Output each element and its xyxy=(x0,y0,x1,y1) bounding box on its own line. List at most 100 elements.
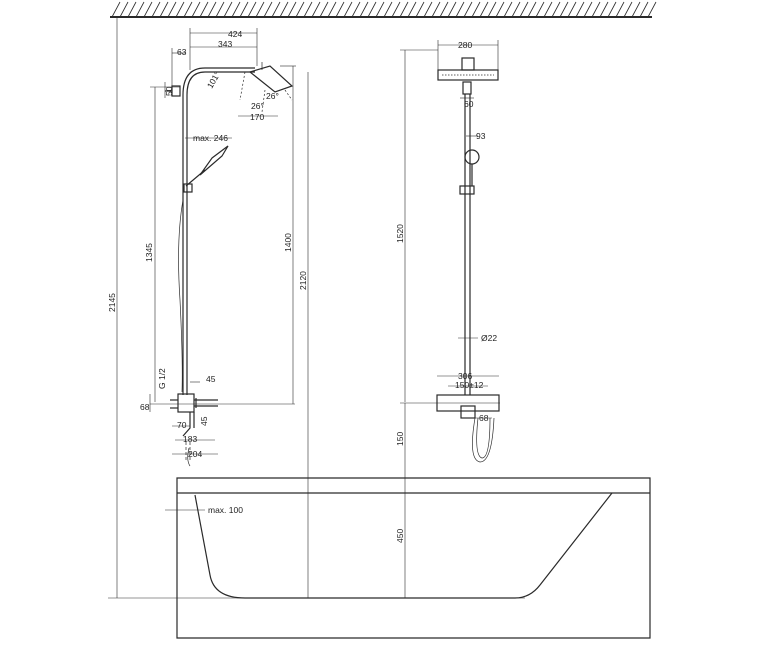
ceiling-hatch-stroke xyxy=(151,1,161,18)
ceiling-hatch-stroke xyxy=(247,1,257,18)
ceiling-hatch-stroke xyxy=(351,1,361,18)
dim-1520: 1520 xyxy=(395,224,405,243)
ceiling-hatch-stroke xyxy=(543,1,553,18)
ceiling-hatch-stroke xyxy=(487,1,497,18)
dim-g-1-2: G 1/2 xyxy=(157,368,167,389)
ceiling-hatch-stroke xyxy=(239,1,249,18)
ceiling-hatch-stroke xyxy=(599,1,609,18)
ceiling-hatch-stroke xyxy=(567,1,577,18)
ceiling-hatch-stroke xyxy=(119,1,129,18)
dim-2145: 2145 xyxy=(107,293,117,312)
dim-max-100: max. 100 xyxy=(208,505,243,515)
ceiling-hatch-stroke xyxy=(159,1,169,18)
ceiling-hatch-stroke xyxy=(631,1,641,18)
dim-max-246: max. 246 xyxy=(193,133,228,143)
dim-170: 170 xyxy=(250,112,264,122)
ceiling-hatch-stroke xyxy=(191,1,201,18)
dim-2120: 2120 xyxy=(298,271,308,290)
dim-101-deg: 101° xyxy=(205,70,222,90)
ceiling-hatch-stroke xyxy=(615,1,625,18)
ceiling-hatch-stroke xyxy=(231,1,241,18)
ceiling-hatch-stroke xyxy=(319,1,329,18)
ceiling-hatch xyxy=(110,1,657,18)
dim-60: 60 xyxy=(464,99,474,109)
dim-63: 63 xyxy=(177,47,187,57)
ceiling-hatch-stroke xyxy=(647,1,657,18)
ceiling-hatch-stroke xyxy=(455,1,465,18)
ceiling-hatch-stroke xyxy=(111,1,121,18)
ceiling-hatch-stroke xyxy=(287,1,297,18)
ceiling-hatch-stroke xyxy=(559,1,569,18)
ceiling-hatch-stroke xyxy=(207,1,217,18)
ceiling-hatch-stroke xyxy=(407,1,417,18)
ceiling-hatch-stroke xyxy=(511,1,521,18)
ceiling-hatch-stroke xyxy=(167,1,177,18)
dim-204: 204 xyxy=(188,449,202,459)
ceiling-hatch-stroke xyxy=(623,1,633,18)
side-view-shower: 424 343 63 101° 26° 26° 170 50 max. 246 … xyxy=(107,17,309,598)
ceiling-hatch-stroke xyxy=(383,1,393,18)
dim-26-deg-b: 26° xyxy=(266,91,279,101)
ceiling-hatch-stroke xyxy=(223,1,233,18)
dim-45-b: 45 xyxy=(199,416,209,426)
ceiling-hatch-stroke xyxy=(215,1,225,18)
ceiling-hatch-stroke xyxy=(591,1,601,18)
ceiling-hatch-stroke xyxy=(519,1,529,18)
ceiling-hatch-stroke xyxy=(335,1,345,18)
ceiling-hatch-stroke xyxy=(479,1,489,18)
ceiling-hatch-stroke xyxy=(607,1,617,18)
ceiling-hatch-stroke xyxy=(175,1,185,18)
ceiling-hatch-stroke xyxy=(583,1,593,18)
ceiling-hatch-stroke xyxy=(439,1,449,18)
ceiling-hatch-stroke xyxy=(431,1,441,18)
dim-450: 450 xyxy=(395,529,405,543)
ceiling-hatch-stroke xyxy=(447,1,457,18)
ceiling-hatch-stroke xyxy=(423,1,433,18)
ceiling-hatch-stroke xyxy=(263,1,273,18)
ceiling-hatch-stroke xyxy=(391,1,401,18)
ceiling-hatch-stroke xyxy=(343,1,353,18)
ceiling-hatch-stroke xyxy=(503,1,513,18)
ceiling-hatch-stroke xyxy=(255,1,265,18)
ceiling-hatch-stroke xyxy=(127,1,137,18)
dim-306: 306 xyxy=(458,371,472,381)
dim-343: 343 xyxy=(218,39,232,49)
ceiling-hatch-stroke xyxy=(471,1,481,18)
ceiling-hatch-stroke xyxy=(295,1,305,18)
dim-1400: 1400 xyxy=(283,233,293,252)
ceiling-hatch-stroke xyxy=(327,1,337,18)
ceiling-hatch-stroke xyxy=(415,1,425,18)
dim-45-a: 45 xyxy=(206,374,216,384)
front-view-shower: 280 60 93 1520 Ø22 306 150±12 68 150 450 xyxy=(395,40,500,598)
dim-1345: 1345 xyxy=(144,243,154,262)
ceiling-hatch-stroke xyxy=(183,1,193,18)
dim-280: 280 xyxy=(458,40,472,50)
ceiling-hatch-stroke xyxy=(359,1,369,18)
bathtub: max. 100 xyxy=(108,477,651,639)
ceiling-hatch-stroke xyxy=(495,1,505,18)
dim-93: 93 xyxy=(476,131,486,141)
ceiling-hatch-stroke xyxy=(279,1,289,18)
ceiling-hatch-stroke xyxy=(463,1,473,18)
ceiling-hatch-stroke xyxy=(367,1,377,18)
ceiling-hatch-stroke xyxy=(311,1,321,18)
dim-150-tolerance: 150±12 xyxy=(455,380,484,390)
ceiling-hatch-stroke xyxy=(535,1,545,18)
ceiling-hatch-stroke xyxy=(199,1,209,18)
ceiling-hatch-stroke xyxy=(303,1,313,18)
ceiling-hatch-stroke xyxy=(271,1,281,18)
dim-68-b: 68 xyxy=(479,413,489,423)
ceiling-hatch-stroke xyxy=(575,1,585,18)
dim-424: 424 xyxy=(228,29,242,39)
ceiling-hatch-stroke xyxy=(375,1,385,18)
dim-50: 50 xyxy=(164,86,174,96)
dim-26-deg-a: 26° xyxy=(251,101,264,111)
ceiling-hatch-stroke xyxy=(399,1,409,18)
ceiling-hatch-stroke xyxy=(639,1,649,18)
ceiling-hatch-stroke xyxy=(527,1,537,18)
ceiling-hatch-stroke xyxy=(143,1,153,18)
dim-183: 183 xyxy=(183,434,197,444)
ceiling-hatch-stroke xyxy=(551,1,561,18)
dim-phi22: Ø22 xyxy=(481,333,497,343)
